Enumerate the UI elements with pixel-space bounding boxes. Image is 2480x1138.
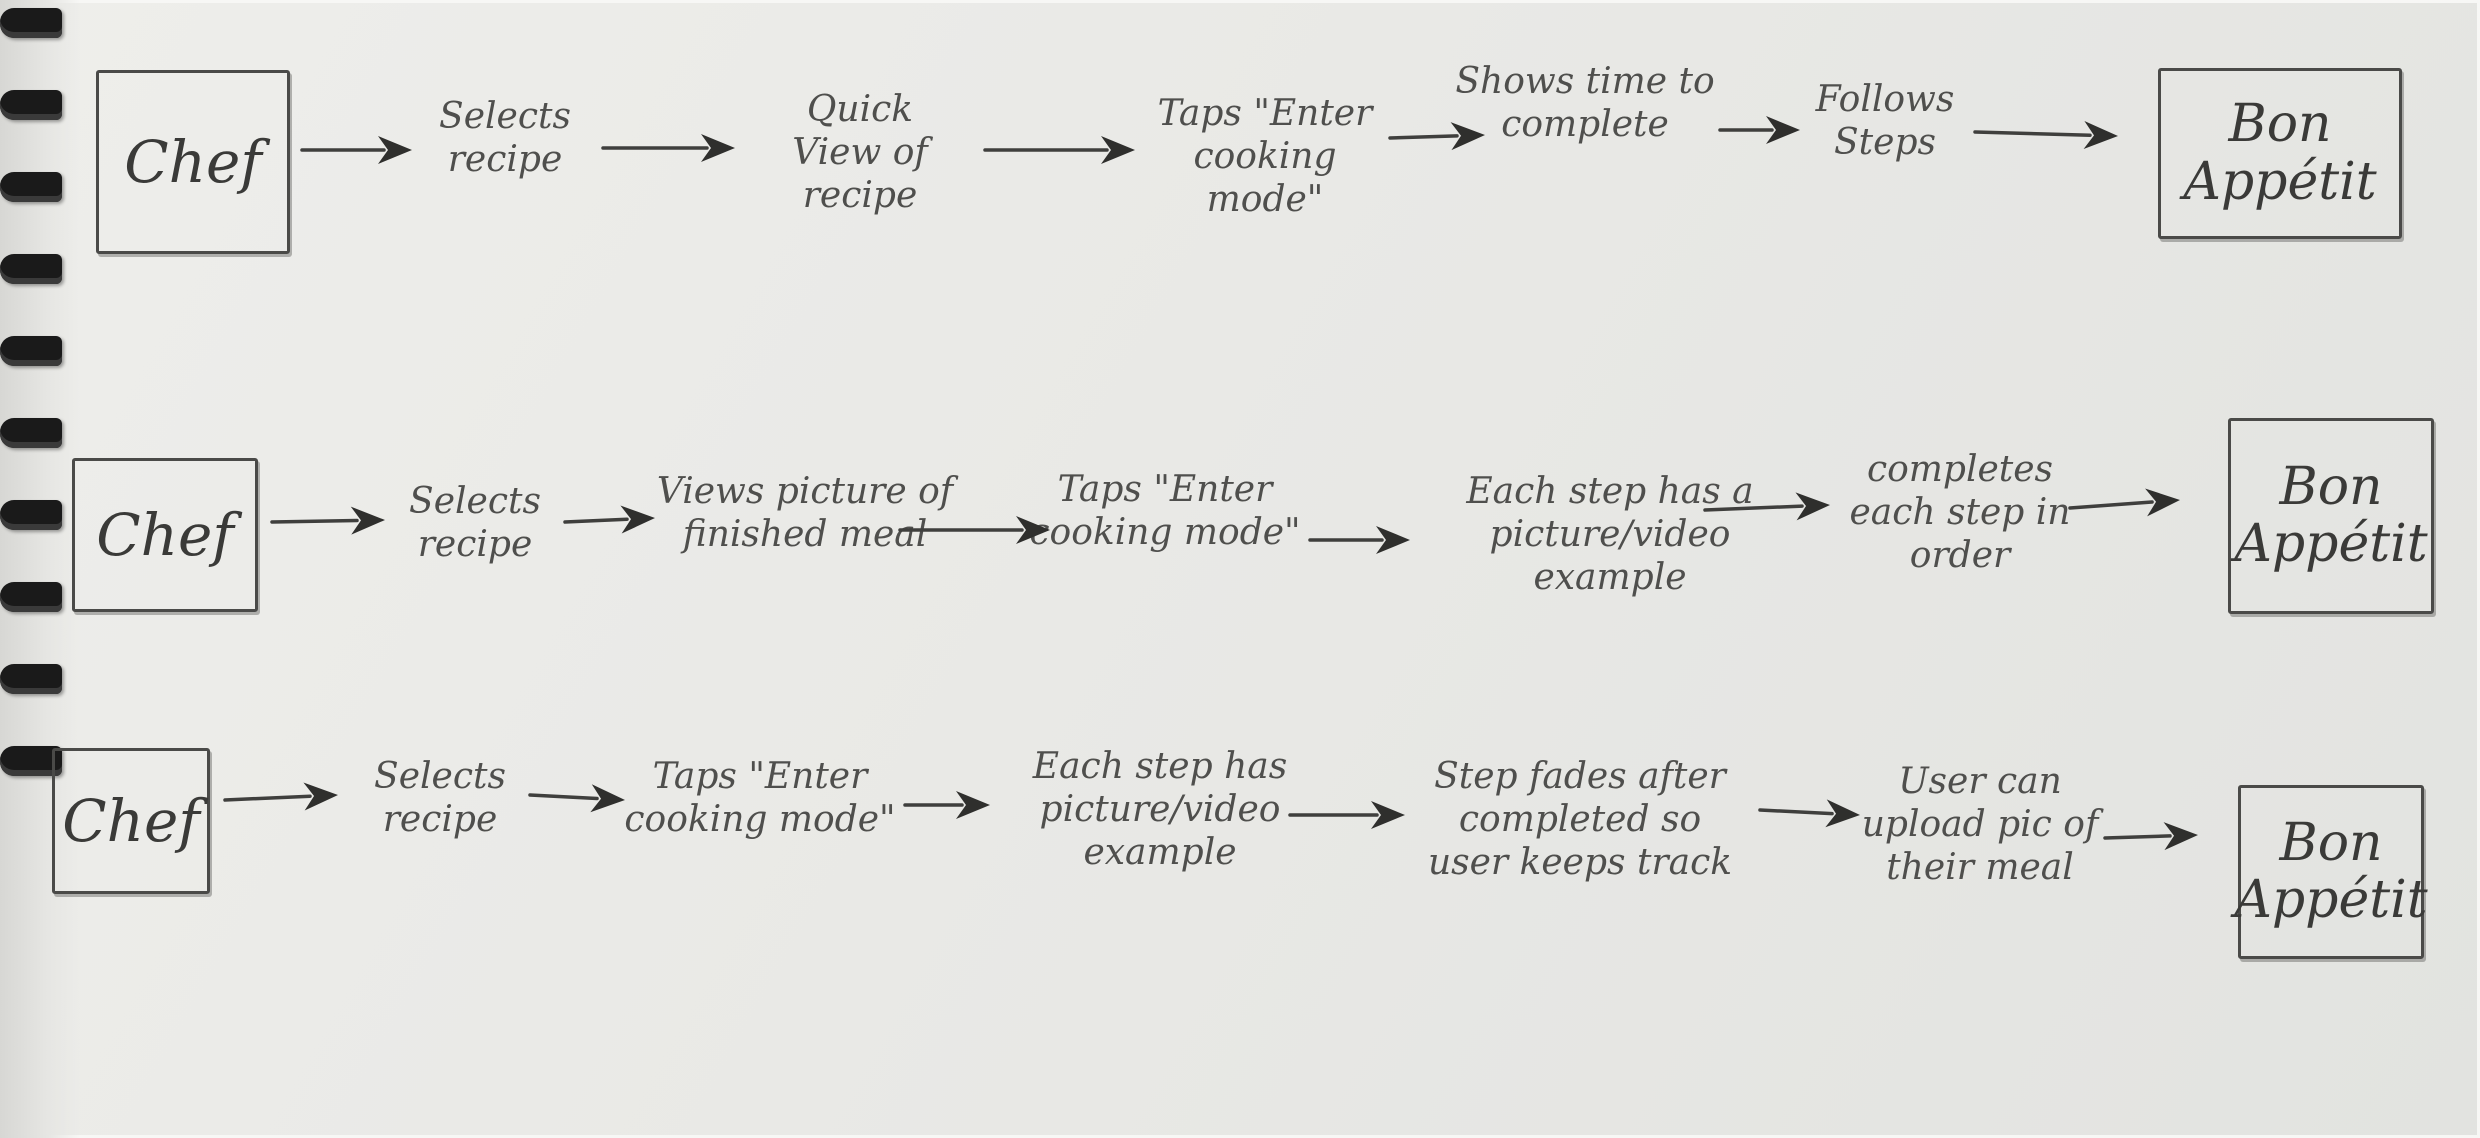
binding-ring	[0, 172, 62, 202]
flow-step: Selects recipe	[374, 756, 506, 841]
flow-step: Views picture of finished meal	[656, 471, 954, 556]
flow-arrow	[1718, 116, 1800, 144]
flow-arrow	[1703, 492, 1830, 521]
binding-ring	[0, 90, 62, 120]
end-box-label: Appétit	[2183, 151, 2377, 212]
flow-arrow	[270, 506, 385, 535]
arrow-head	[1371, 801, 1405, 829]
arrow-shaft	[1388, 134, 1459, 140]
arrow-head	[2083, 121, 2118, 150]
arrow-shaft	[2103, 834, 2172, 840]
flow-step: Each step has a picture/video example	[1466, 471, 1754, 599]
spiral-binding	[0, 0, 80, 1138]
arrow-shaft	[223, 794, 312, 802]
flow-arrow	[1973, 121, 2118, 150]
arrow-head	[1766, 116, 1800, 144]
arrow-shaft	[1703, 504, 1804, 512]
flow-step: Each step has picture/video example	[1032, 746, 1288, 874]
flow-step: Follows Steps	[1815, 79, 1955, 164]
arrow-head	[956, 791, 990, 819]
binding-ring	[0, 746, 62, 776]
flow-step: Quick View of recipe	[792, 89, 928, 217]
arrow-head	[1825, 799, 1860, 828]
flow-step: User can upload pic of their meal	[1861, 761, 2099, 889]
arrow-head	[590, 784, 625, 813]
arrow-head	[1795, 492, 1830, 521]
flow-arrow	[903, 791, 990, 819]
flow-arrow	[563, 505, 655, 534]
flow-arrow	[983, 136, 1135, 164]
arrow-head	[1450, 122, 1485, 151]
flow-arrow	[223, 782, 338, 811]
arrow-shaft	[563, 517, 629, 524]
binding-ring	[0, 664, 62, 694]
binding-ring	[0, 8, 62, 38]
flow-arrow	[898, 516, 1050, 544]
chef-box: Chef	[52, 748, 210, 894]
arrow-shaft	[528, 793, 599, 801]
arrow-shaft	[1973, 130, 2092, 137]
flow-arrow	[1308, 526, 1410, 554]
flow-arrow	[1288, 801, 1405, 829]
flow-arrow	[601, 134, 735, 162]
flow-arrow	[1388, 122, 1485, 151]
arrow-head	[701, 134, 735, 162]
chef-box: Chef	[72, 458, 258, 612]
flow-arrow	[2103, 822, 2198, 851]
chef-box: Chef	[96, 70, 290, 254]
binding-ring	[0, 418, 62, 448]
arrow-shaft	[1758, 808, 1834, 816]
binding-ring	[0, 500, 62, 530]
end-box-label: Bon	[2228, 94, 2332, 155]
flow-step: Taps "Enter cooking mode"	[1157, 93, 1373, 221]
end-box-label: Bon	[2279, 456, 2383, 517]
arrow-head	[350, 506, 385, 535]
flow-step: Taps "Enter cooking mode"	[624, 756, 896, 841]
binding-ring	[0, 336, 62, 366]
binding-ring	[0, 582, 62, 612]
arrow-head	[1101, 136, 1135, 164]
arrow-head	[1376, 526, 1410, 554]
arrow-shaft	[270, 518, 359, 524]
flow-arrow	[1758, 799, 1860, 828]
arrow-head	[378, 136, 412, 164]
arrow-shaft	[2068, 500, 2154, 510]
arrow-head	[1016, 516, 1050, 544]
flow-arrow	[300, 136, 412, 164]
flow-step: Shows time to complete	[1455, 61, 1715, 146]
flow-row-3	[0, 0, 1, 1]
flow-arrow	[2068, 488, 2180, 517]
arrow-head	[2163, 822, 2198, 851]
arrow-head	[620, 505, 655, 534]
arrow-head	[303, 782, 338, 811]
binding-ring	[0, 254, 62, 284]
end-box-label: Appétit	[2234, 514, 2428, 574]
arrow-head	[2145, 488, 2180, 517]
end-box-label: Appétit	[2234, 870, 2428, 930]
end-box-label: Bon	[2279, 812, 2383, 873]
flow-step: Selects recipe	[409, 481, 541, 566]
flow-step: completes each step in order	[1849, 449, 2071, 577]
flow-arrow	[528, 784, 625, 813]
flow-step: Step fades after completed so user keeps…	[1427, 756, 1733, 884]
flow-step: Selects recipe	[439, 96, 571, 181]
flow-step: Taps "Enter cooking mode"	[1029, 469, 1301, 554]
